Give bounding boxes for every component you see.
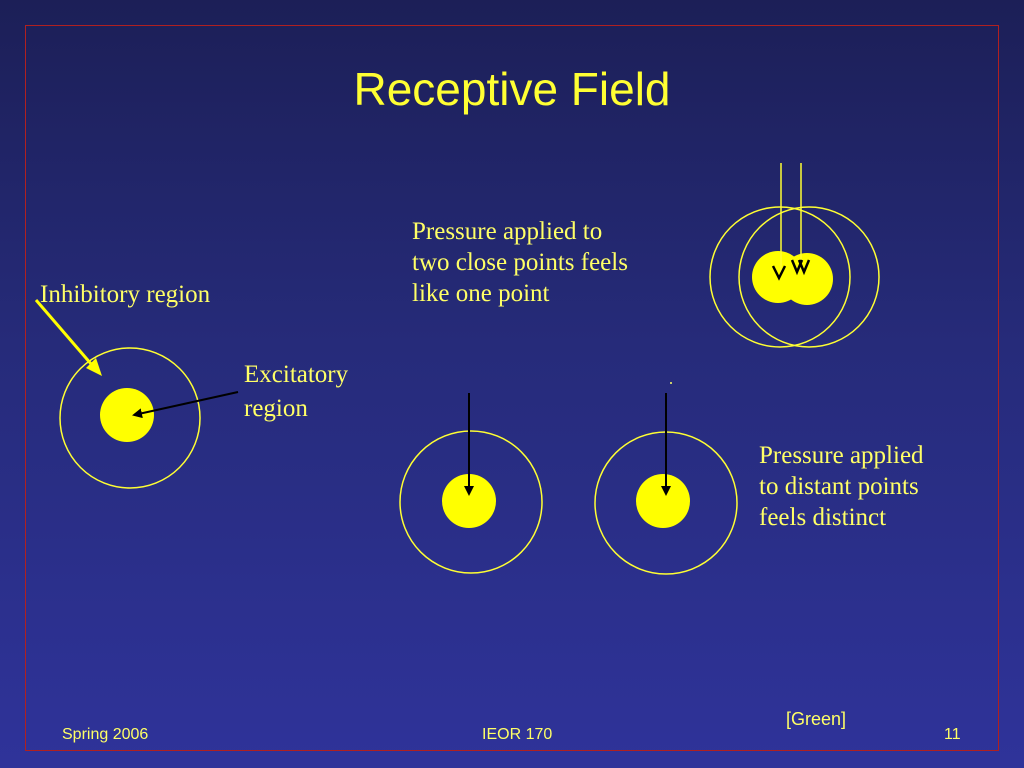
distant-field-dot-right xyxy=(636,474,690,528)
close-pressure-tip-right xyxy=(797,259,811,276)
inhibitory-region-ring xyxy=(59,347,201,489)
distant-field-dot-left xyxy=(442,474,496,528)
close-points-text-line2: two close points feels xyxy=(412,249,628,276)
distant-points-text-line3: feels distinct xyxy=(759,504,887,531)
excitatory-region-label-line1: Excitatory xyxy=(244,361,349,388)
excitatory-region-dot xyxy=(100,388,154,442)
distant-points-text-line2: to distant points xyxy=(759,473,919,500)
slide-title: Receptive Field xyxy=(353,63,671,115)
footer-page-number: 11 xyxy=(944,726,961,743)
close-field-ring-left xyxy=(709,206,851,348)
close-pressure-tip-left xyxy=(771,265,787,281)
inhibitory-pointer-arrow xyxy=(34,299,100,373)
distant-field-ring-left xyxy=(399,430,543,574)
close-points-text-line1: Pressure applied to xyxy=(412,218,603,245)
inhibitory-region-label: Inhibitory region xyxy=(40,281,211,308)
excitatory-region-label-line2: region xyxy=(244,395,308,422)
close-points-text-line3: like one point xyxy=(412,280,550,307)
stray-dot xyxy=(670,382,672,384)
inhibitory-pointer-arrowhead xyxy=(86,358,102,376)
close-field-ring-right xyxy=(738,206,880,348)
footer-course: IEOR 170 xyxy=(482,726,553,743)
distant-points-text-line1: Pressure applied xyxy=(759,442,924,469)
close-field-dot-right xyxy=(781,253,833,305)
citation: [Green] xyxy=(786,709,847,729)
excitatory-pointer-arrow xyxy=(132,391,239,419)
slide-border xyxy=(25,25,999,751)
footer-date: Spring 2006 xyxy=(62,726,149,743)
